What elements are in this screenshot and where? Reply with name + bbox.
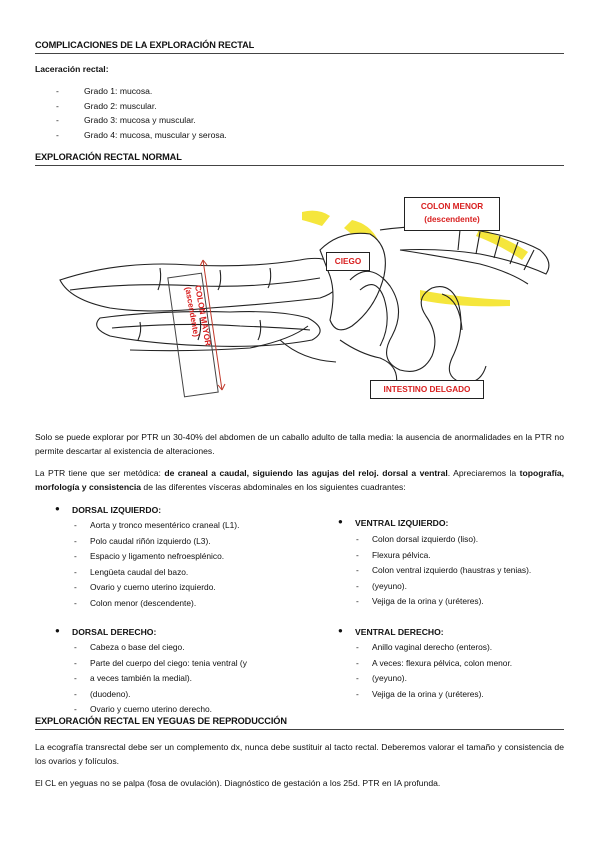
list-item: Flexura pélvica. — [356, 548, 531, 564]
list-item: a veces también la medial). — [74, 671, 247, 687]
p2-bold-b: de craneal a caudal, siguiendo las aguja… — [164, 468, 448, 478]
label-ciego: CIEGO — [326, 252, 370, 271]
list-item: Vejiga de la orina y (uréteres). — [356, 687, 512, 703]
quadrant-title-ventral-der: VENTRAL DERECHO: — [338, 626, 444, 637]
grades-list: Grado 1: mucosa. Grado 2: muscular. Grad… — [56, 84, 227, 142]
list-item: Parte del cuerpo del ciego: tenia ventra… — [74, 656, 247, 672]
list-item: Colon dorsal izquierdo (liso). — [356, 532, 531, 548]
label-colon-menor-line2: (descendente) — [424, 215, 480, 224]
list-item: Ovario y cuerno uterino derecho. — [74, 702, 247, 718]
quadrant-title-ventral-izq: VENTRAL IZQUIERDO: — [338, 517, 448, 528]
quadrant-title-dorsal-izq: DORSAL IZQUIERDO: — [55, 504, 161, 515]
list-item: Ovario y cuerno uterino izquierdo. — [74, 580, 239, 596]
paragraph-ptr-method: La PTR tiene que ser metódica: de cranea… — [35, 466, 564, 494]
list-item: Lengüeta caudal del bazo. — [74, 565, 239, 581]
label-intestino-delgado: INTESTINO DELGADO — [370, 380, 484, 399]
list-item: (yeyuno). — [356, 671, 512, 687]
paragraph-cl: El CL en yeguas no se palpa (fosa de ovu… — [35, 778, 441, 788]
laceration-label: Laceración rectal: — [35, 64, 109, 74]
list-item: Cabeza o base del ciego. — [74, 640, 247, 656]
section-title-normal: EXPLORACIÓN RECTAL NORMAL — [35, 152, 182, 162]
list-item: Aorta y tronco mesentérico craneal (L1). — [74, 518, 239, 534]
p2-text-e: de las diferentes vísceras abdominales e… — [141, 482, 406, 492]
list-item: Polo caudal riñón izquierdo (L3). — [74, 534, 239, 550]
quadrant-list-ventral-izq: Colon dorsal izquierdo (liso). Flexura p… — [356, 532, 531, 610]
list-item: Anillo vaginal derecho (enteros). — [356, 640, 512, 656]
paragraph-ptr-limits: Solo se puede explorar por PTR un 30-40%… — [35, 432, 564, 456]
quadrant-list-ventral-der: Anillo vaginal derecho (enteros). A vece… — [356, 640, 512, 702]
label-colon-menor-line1: COLON MENOR — [420, 202, 484, 211]
list-item: Grado 3: mucosa y muscular. — [56, 113, 227, 128]
list-item: Colon ventral izquierdo (haustras y teni… — [356, 563, 531, 579]
title-underline — [35, 53, 564, 54]
list-item: Colon menor (descendente). — [74, 596, 239, 612]
label-colon-menor: COLON MENOR (descendente) — [404, 197, 500, 231]
section-title-complications: COMPLICACIONES DE LA EXPLORACIÓN RECTAL — [35, 40, 255, 50]
quadrant-title-dorsal-der: DORSAL DERECHO: — [55, 626, 156, 637]
title-underline — [35, 729, 564, 730]
list-item: Grado 2: muscular. — [56, 99, 227, 114]
quadrant-list-dorsal-izq: Aorta y tronco mesentérico craneal (L1).… — [74, 518, 239, 612]
list-item: Vejiga de la orina y (uréteres). — [356, 594, 531, 610]
section-title-mares: EXPLORACIÓN RECTAL EN YEGUAS DE REPRODUC… — [35, 716, 287, 726]
list-item: Grado 4: mucosa, muscular y serosa. — [56, 128, 227, 143]
list-item: Grado 1: mucosa. — [56, 84, 227, 99]
title-underline — [35, 165, 564, 166]
list-item: (yeyuno). — [356, 579, 531, 595]
quadrant-list-dorsal-der: Cabeza o base del ciego. Parte del cuerp… — [74, 640, 247, 718]
intestine-diagram — [59, 210, 550, 398]
p2-bold-d: topografía, morfología y consistencia — [35, 468, 564, 492]
list-item: Espacio y ligamento nefroesplénico. — [74, 549, 239, 565]
p2-text-c: . Apreciaremos la — [447, 468, 520, 478]
paragraph-ecografia: La ecografía transrectal debe ser un com… — [35, 742, 564, 766]
list-item: (duodeno). — [74, 687, 247, 703]
p2-text-a: La PTR tiene que ser metódica: — [35, 468, 165, 478]
list-item: A veces: flexura pélvica, colon menor. — [356, 656, 512, 672]
